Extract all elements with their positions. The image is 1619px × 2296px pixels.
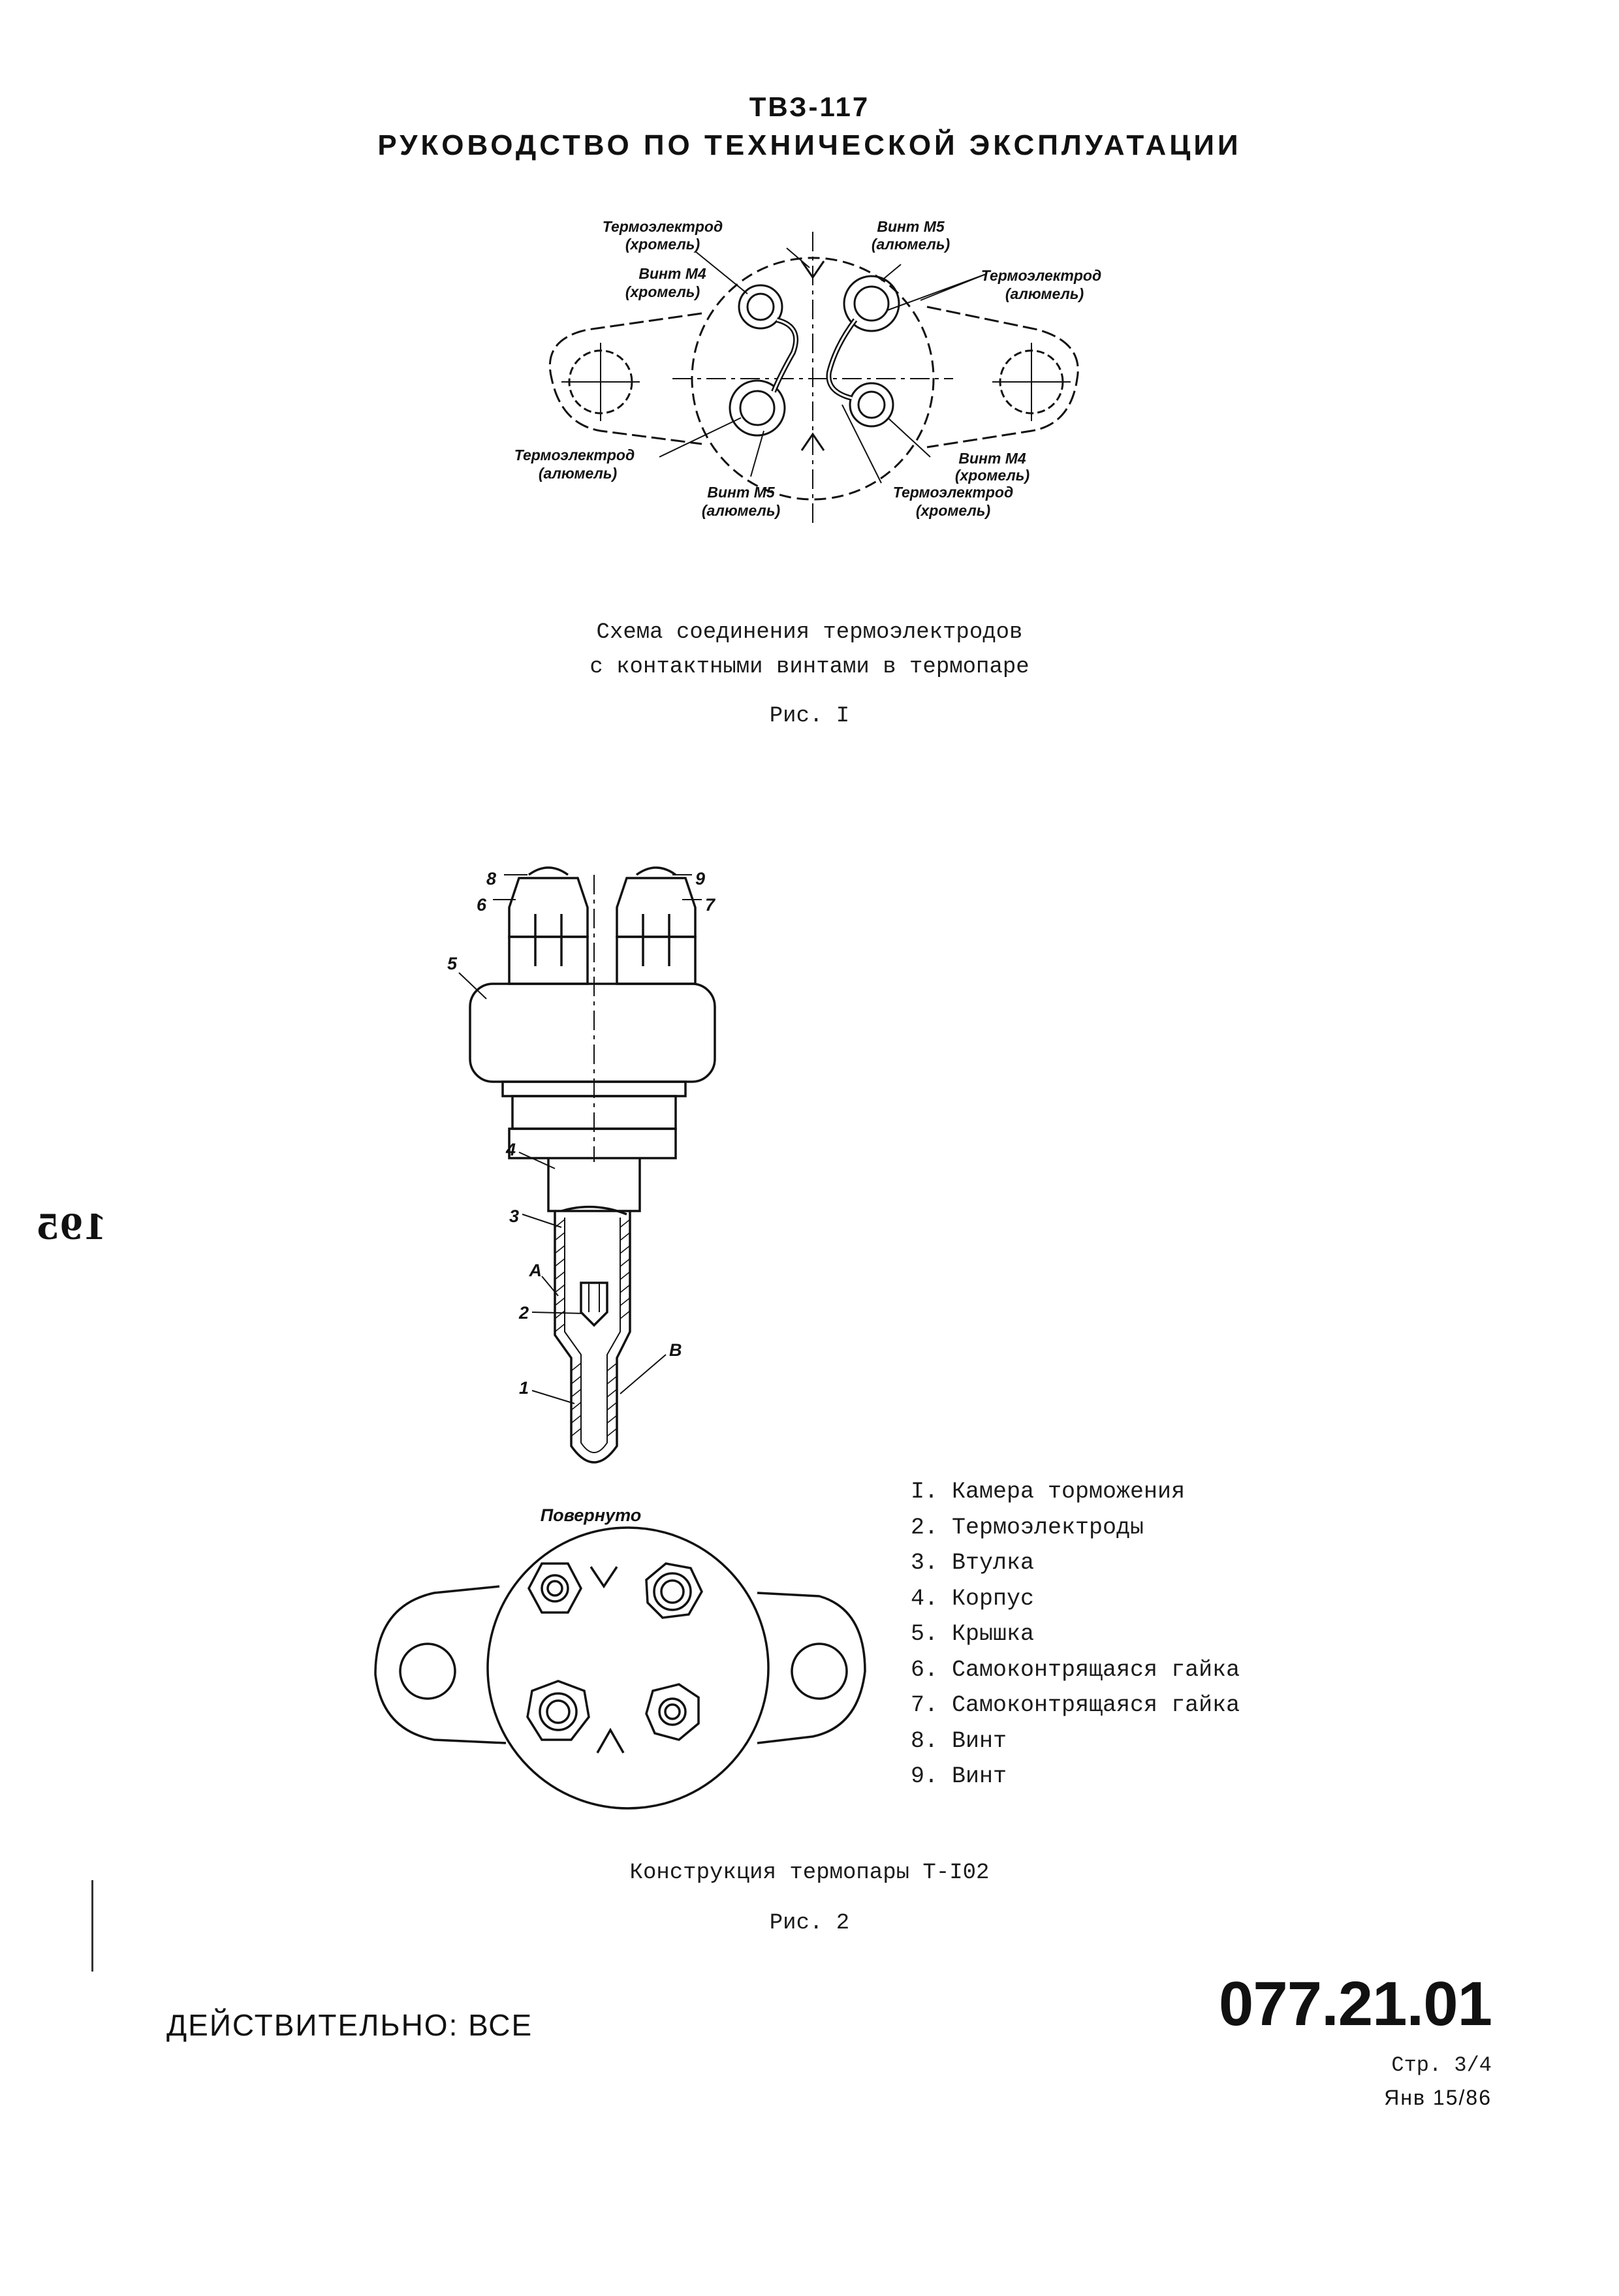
label-screw-m5-top-sub: (алюмель) — [872, 236, 950, 253]
parts-list-item: I. Камера торможения — [911, 1479, 1186, 1505]
revision-date: Янв 15/86 — [1384, 2086, 1492, 2109]
parts-list: I. Камера торможения 2. Термоэлектроды 3… — [911, 1474, 1240, 1795]
parts-list-item: 5. Крышка — [911, 1621, 1035, 1647]
label-screw-m5-bottom: Винт М5 — [707, 484, 776, 501]
callout-5: 5 — [447, 954, 458, 973]
callout-4: 4 — [505, 1140, 516, 1159]
label-thermoelectrode-chromel-bottom-sub: (хромель) — [916, 502, 990, 519]
handwritten-margin-number: 195 — [36, 1208, 107, 1248]
label-screw-m4-top-sub: (хромель) — [625, 283, 700, 300]
document-code: ТВЗ-117 — [749, 91, 870, 122]
figure-1-caption-line-1: Схема соединения термоэлектродов — [596, 620, 1023, 645]
document-title: РУКОВОДСТВО ПО ТЕХНИЧЕСКОЙ ЭКСПЛУАТАЦИИ — [377, 129, 1242, 161]
parts-list-item: 2. Термоэлектроды — [911, 1514, 1144, 1541]
figure-2-thermocouple-drawing: 8 6 9 7 5 4 3 А 2 1 В Повернуто — [374, 866, 866, 1810]
callout-letter-a: А — [529, 1261, 542, 1280]
callout-7: 7 — [705, 895, 716, 915]
callout-3: 3 — [509, 1206, 519, 1226]
figure-2-label: Рис. 2 — [769, 1911, 850, 1936]
margin-scan-line — [91, 1880, 93, 1972]
label-rotated-view: Повернуто — [541, 1505, 642, 1525]
parts-list-item: 4. Корпус — [911, 1585, 1035, 1612]
label-thermoelectrode-alumel-right-sub: (алюмель) — [1005, 285, 1084, 302]
figure-1-label: Рис. I — [769, 704, 850, 729]
label-screw-m5-bottom-sub: (алюмель) — [702, 502, 780, 519]
callout-2: 2 — [518, 1303, 529, 1323]
callout-1: 1 — [519, 1378, 529, 1398]
figure-1-connection-scheme: Термоэлектрод (хромель) Винт М4 (хромель… — [514, 218, 1101, 526]
figure-2-caption: Конструкция термопары Т-I02 — [629, 1861, 990, 1885]
document-number: 077.21.01 — [1218, 1969, 1492, 2039]
label-screw-m5-top: Винт М5 — [877, 218, 945, 235]
parts-list-item: 3. Втулка — [911, 1550, 1035, 1576]
validity-statement: ДЕЙСТВИТЕЛЬНО: ВСЕ — [166, 2008, 533, 2042]
callout-letter-b: В — [669, 1340, 682, 1360]
label-screw-m4-bottom: Винт М4 — [958, 450, 1026, 467]
page-number: Стр. 3/4 — [1391, 2053, 1492, 2077]
callout-6: 6 — [477, 895, 487, 915]
parts-list-item: 8. Винт — [911, 1727, 1007, 1754]
label-thermoelectrode-alumel-left: Термоэлектрод — [514, 447, 635, 464]
parts-list-item: 9. Винт — [911, 1763, 1007, 1789]
label-thermoelectrode-alumel-left-sub: (алюмель) — [539, 465, 617, 482]
label-thermoelectrode-alumel-right: Термоэлектрод — [981, 267, 1101, 284]
label-thermoelectrode-chromel-top: Термоэлектрод — [603, 218, 723, 235]
label-screw-m4-top: Винт М4 — [638, 265, 706, 282]
label-thermoelectrode-chromel-top-sub: (хромель) — [625, 236, 700, 253]
callout-9: 9 — [695, 869, 705, 889]
label-screw-m4-bottom-sub: (хромель) — [955, 467, 1030, 484]
callout-8: 8 — [486, 869, 496, 889]
parts-list-item: 6. Самоконтрящаяся гайка — [911, 1656, 1240, 1683]
figure-1-caption-line-2: с контактными винтами в термопаре — [589, 655, 1030, 680]
parts-list-item: 7. Самоконтрящаяся гайка — [911, 1692, 1240, 1718]
label-thermoelectrode-chromel-bottom: Термоэлектрод — [893, 484, 1013, 501]
